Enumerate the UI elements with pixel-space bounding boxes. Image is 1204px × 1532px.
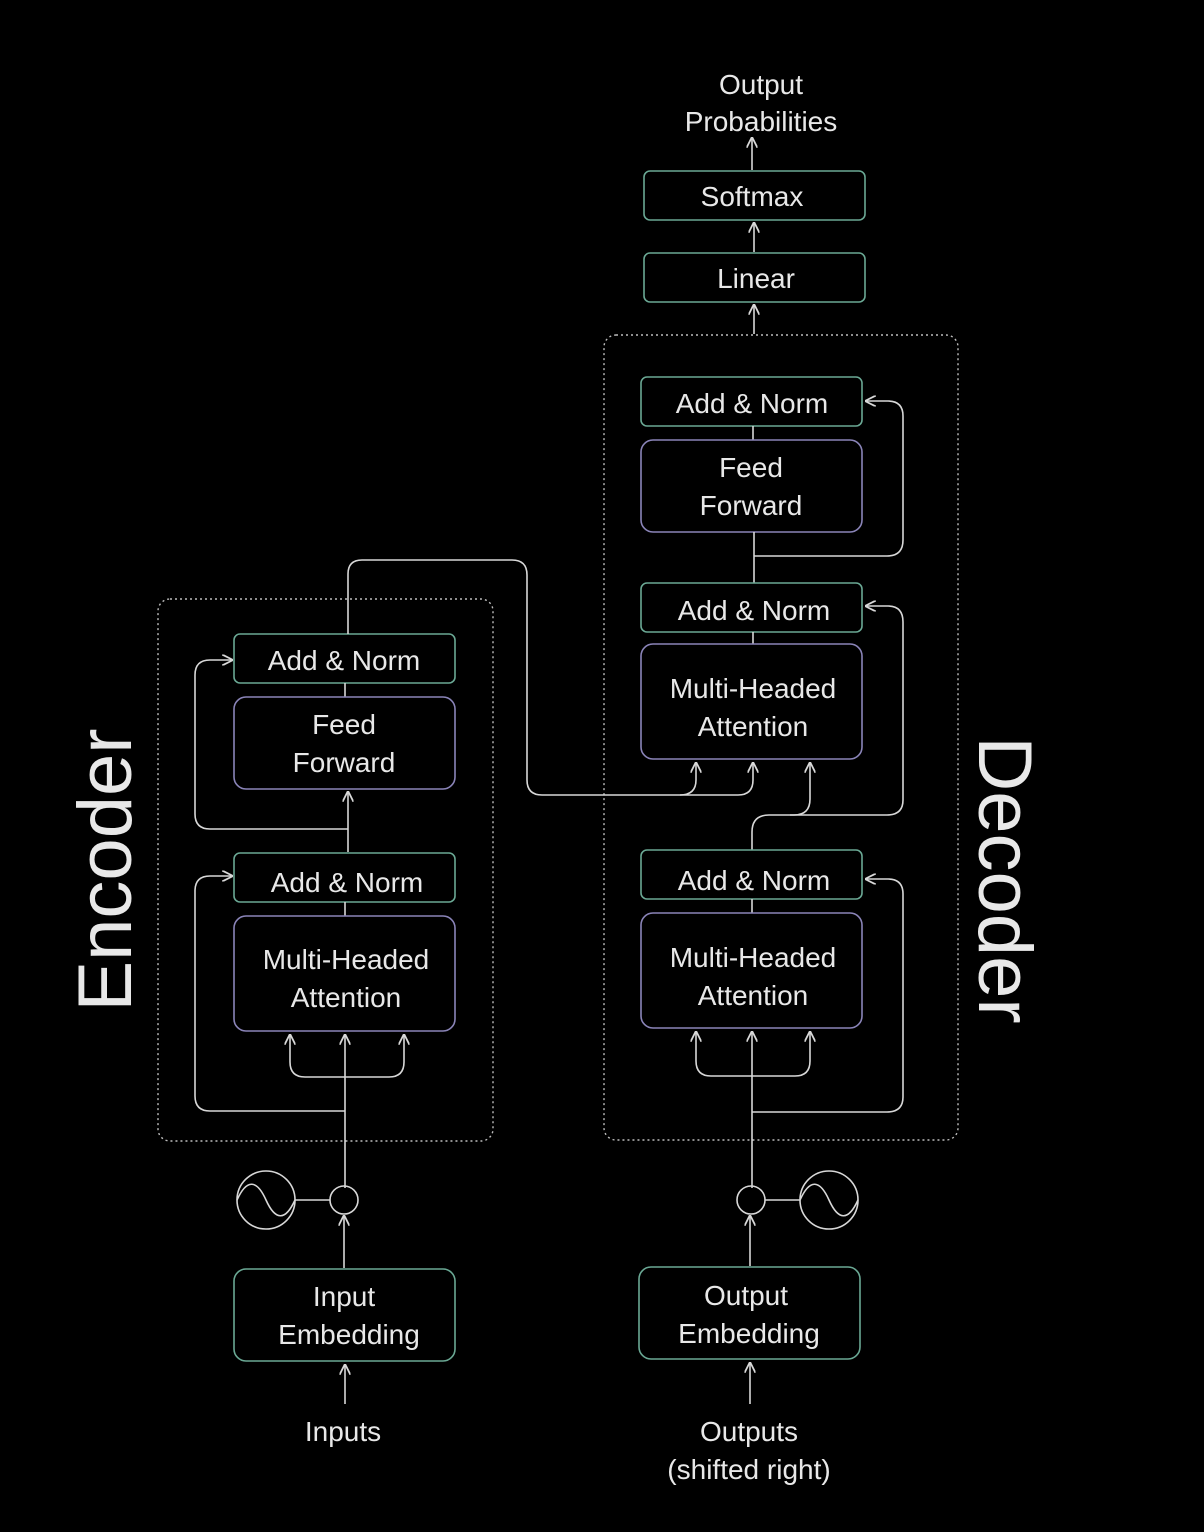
softmax-box: Softmax <box>643 170 866 221</box>
decoder-add-circle <box>736 1185 766 1215</box>
encoder-block <box>157 598 494 1142</box>
decoder-cross-attention-line2: Attention <box>698 711 809 742</box>
encoder-add-norm-bottom: Add & Norm <box>233 852 456 903</box>
output-embedding-line1: Output <box>704 1280 788 1311</box>
linear-label: Linear <box>717 263 795 294</box>
encoder-positional-encoding-icon <box>236 1170 296 1230</box>
softmax-label: Softmax <box>701 181 804 212</box>
decoder-add-norm-top-label: Add & Norm <box>676 388 829 419</box>
decoder-add-norm-bottom-label: Add & Norm <box>678 865 831 896</box>
decoder-add-norm-bottom: Add & Norm <box>640 849 863 900</box>
input-embedding-box: Input Embedding <box>233 1268 456 1362</box>
outputs-label-line1: Outputs <box>700 1416 798 1447</box>
output-probabilities-label-line1: Output <box>719 69 803 100</box>
decoder-positional-encoding-icon <box>799 1170 859 1230</box>
encoder-attention-line2: Attention <box>291 982 402 1013</box>
decoder-self-attention-line2: Attention <box>698 980 809 1011</box>
encoder-feed-forward: Feed Forward <box>233 696 456 790</box>
input-embedding-line2: Embedding <box>278 1319 420 1350</box>
decoder-add-norm-middle-label: Add & Norm <box>678 595 831 626</box>
decoder-self-attention: Multi-Headed Attention <box>640 912 863 1029</box>
encoder-add-norm-top: Add & Norm <box>233 633 456 684</box>
encoder-title: Encoder <box>63 728 148 1011</box>
decoder-cross-attention-line1: Multi-Headed <box>670 673 837 704</box>
input-embedding-line1: Input <box>313 1281 375 1312</box>
output-probabilities-label-line2: Probabilities <box>685 106 838 137</box>
decoder-add-norm-top: Add & Norm <box>640 376 863 427</box>
inputs-label: Inputs <box>305 1416 381 1447</box>
encoder-add-norm-top-label: Add & Norm <box>268 645 421 676</box>
linear-box: Linear <box>643 252 866 303</box>
encoder-attention-line1: Multi-Headed <box>263 944 430 975</box>
decoder-feed-forward-line2: Forward <box>700 490 803 521</box>
output-embedding-line2: Embedding <box>678 1318 820 1349</box>
decoder-feed-forward-line1: Feed <box>719 452 783 483</box>
decoder-block <box>603 334 959 1141</box>
decoder-add-norm-middle: Add & Norm <box>640 582 863 633</box>
decoder-title: Decoder <box>962 736 1047 1023</box>
encoder-self-attention: Multi-Headed Attention <box>233 915 456 1032</box>
encoder-add-circle <box>329 1185 359 1215</box>
encoder-feed-forward-line1: Feed <box>312 709 376 740</box>
decoder-self-attention-line1: Multi-Headed <box>670 942 837 973</box>
outputs-label-line2: (shifted right) <box>667 1454 830 1485</box>
output-embedding-box: Output Embedding <box>638 1266 861 1360</box>
decoder-cross-attention: Multi-Headed Attention <box>640 643 863 760</box>
encoder-feed-forward-line2: Forward <box>293 747 396 778</box>
encoder-add-norm-bottom-label: Add & Norm <box>271 867 424 898</box>
decoder-feed-forward: Feed Forward <box>640 439 863 533</box>
